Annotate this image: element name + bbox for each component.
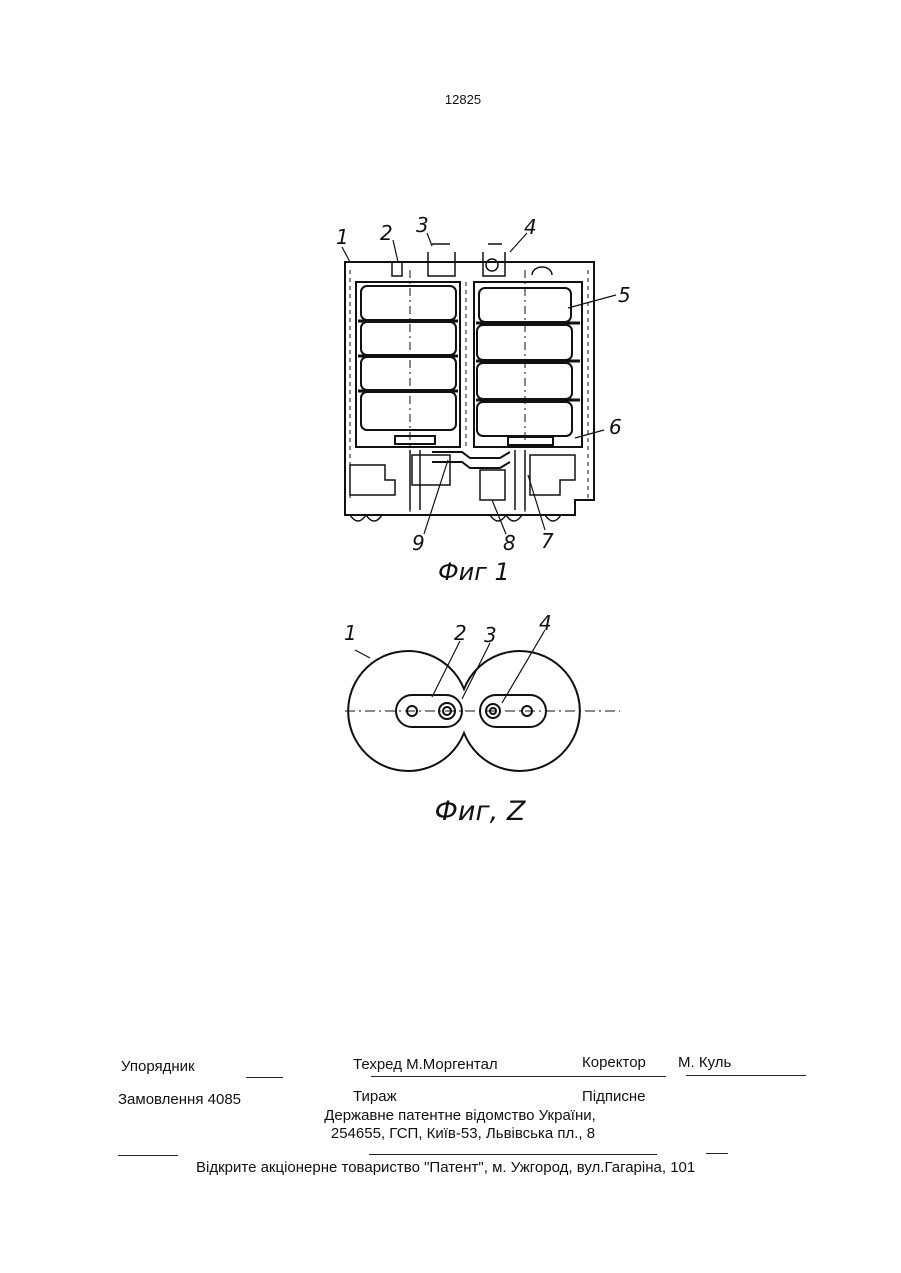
fig2-label-4: 4 [539,611,552,635]
corrector-name: М. Куль [678,1054,731,1071]
housing-outline [345,262,594,515]
techred-line [371,1076,666,1077]
fig1-label-3: 3 [416,213,429,237]
figure-2-caption: Фиг, Z [420,796,540,827]
printer-info: Відкрите акціонерне товариство "Патент",… [196,1159,695,1176]
fig1-label-2: 2 [380,221,393,245]
compiler-line [246,1077,283,1078]
footer-rule-right [706,1153,728,1154]
fig1-label-7: 7 [541,529,554,553]
fig1-label-6: 6 [609,415,622,439]
fig2-label-2: 2 [454,621,467,645]
left-cell [361,286,456,320]
left-cell [361,357,456,390]
fig2-label-1: 1 [344,621,357,645]
corrector-line [686,1075,806,1076]
figure-1-caption: Фиг 1 [438,558,510,586]
compiler-label: Упорядник [121,1058,195,1075]
right-cavity [474,282,582,447]
footer-rule-center [369,1154,657,1155]
fig1-label-9: 9 [412,531,425,555]
order-number: Замовлення 4085 [118,1091,241,1108]
valve-left [392,244,455,276]
footer-rule-left [118,1155,178,1156]
fig1-label-4: 4 [524,215,537,239]
fig1-label-5: 5 [618,283,631,307]
office-address: 254655, ГСП, Київ-53, Львівська пл., 8 [0,1125,901,1142]
fig1-label-1: 1 [336,225,349,249]
subscription-label: Підписне [582,1088,646,1105]
left-cell [361,392,456,430]
circulation-label: Тираж [353,1088,397,1105]
left-cavity [356,282,460,447]
corrector-label: Коректор [582,1054,646,1071]
patent-office: Державне патентне відомство України, [0,1107,901,1124]
fig1-label-8: 8 [503,531,516,555]
left-cell [361,322,456,355]
fig2-label-3: 3 [484,623,497,647]
techred-label: Техред М.Моргентал [353,1056,498,1073]
